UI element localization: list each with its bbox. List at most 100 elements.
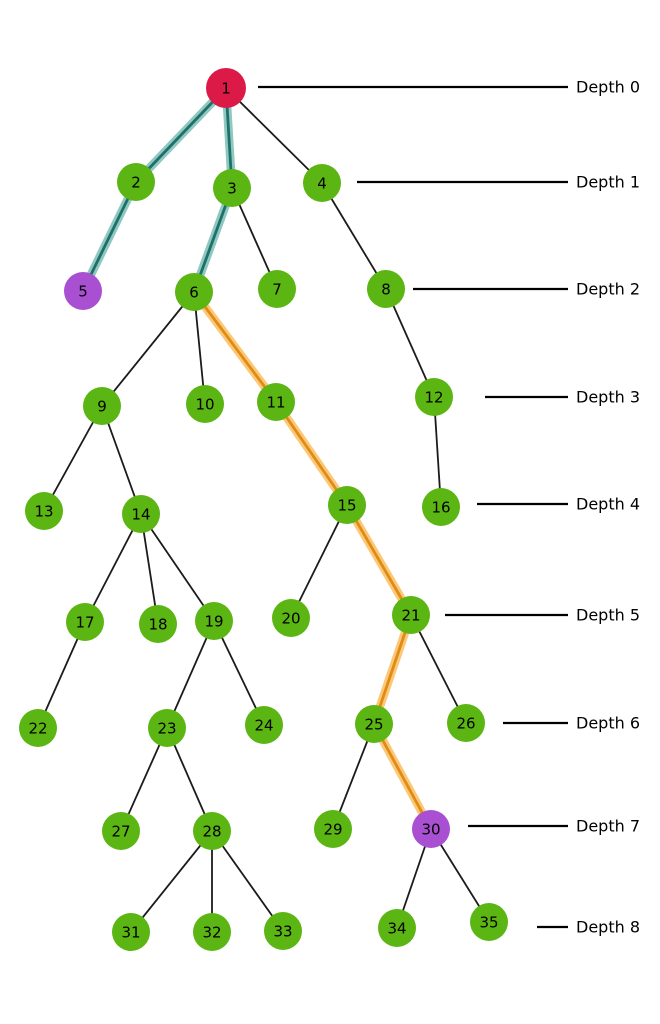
tree-node-22	[19, 709, 57, 747]
node-label-19: 19	[204, 612, 223, 630]
node-label-13: 13	[34, 502, 53, 520]
edge-6-9	[101, 291, 195, 407]
node-label-26: 26	[456, 714, 475, 732]
node-label-28: 28	[202, 822, 221, 840]
node-label-23: 23	[157, 719, 176, 737]
node-label-8: 8	[381, 280, 391, 298]
tree-node-7	[258, 270, 296, 308]
tree-node-4	[303, 164, 341, 202]
node-label-21: 21	[401, 606, 420, 624]
edge-highlight-core-15-21	[345, 503, 413, 617]
node-label-1: 1	[221, 79, 231, 97]
depth-label-8: Depth 8	[576, 918, 640, 937]
tree-node-24	[245, 706, 283, 744]
tree-node-21	[392, 596, 430, 634]
edge-8-12	[385, 288, 435, 398]
node-label-12: 12	[424, 388, 443, 406]
node-label-9: 9	[97, 397, 107, 415]
tree-node-3	[213, 169, 251, 207]
node-label-29: 29	[323, 820, 342, 838]
tree-node-34	[378, 909, 416, 947]
node-label-6: 6	[189, 283, 199, 301]
edge-1-4	[225, 87, 323, 184]
node-label-18: 18	[148, 615, 167, 633]
tree-node-2	[117, 163, 155, 201]
node-label-10: 10	[195, 395, 214, 413]
tree-node-35	[470, 903, 508, 941]
tree-node-27	[102, 812, 140, 850]
edge-highlight-core-2-5	[81, 180, 138, 293]
node-label-25: 25	[364, 715, 383, 733]
tree-node-25	[355, 705, 393, 743]
node-label-31: 31	[121, 923, 140, 941]
tree-node-28	[193, 812, 231, 850]
node-label-22: 22	[28, 719, 47, 737]
tree-node-32	[193, 913, 231, 951]
edge-14-19	[140, 513, 215, 622]
node-label-15: 15	[337, 496, 356, 514]
edge-highlight-core-25-30	[372, 722, 433, 831]
edge-15-20	[290, 504, 348, 619]
tree-node-26	[447, 704, 485, 742]
tree-node-23	[148, 709, 186, 747]
node-label-7: 7	[272, 280, 282, 298]
edge-4-8	[321, 182, 387, 290]
tree-node-8	[367, 270, 405, 308]
edge-9-13	[43, 405, 103, 512]
tree-node-6	[175, 273, 213, 311]
tree-node-15	[328, 486, 366, 524]
tree-node-33	[264, 912, 302, 950]
tree-node-1	[206, 68, 246, 108]
edge-28-33	[211, 830, 284, 932]
node-label-20: 20	[281, 609, 300, 627]
edge-28-31	[130, 830, 213, 933]
tree-node-18	[139, 605, 177, 643]
depth-label-2: Depth 2	[576, 280, 640, 299]
edge-9-14	[101, 405, 142, 515]
node-label-33: 33	[273, 922, 292, 940]
tree-node-29	[314, 810, 352, 848]
depth-label-1: Depth 1	[576, 173, 640, 192]
node-label-14: 14	[131, 505, 150, 523]
node-label-35: 35	[479, 913, 498, 931]
node-label-24: 24	[254, 716, 273, 734]
tree-node-19	[195, 602, 233, 640]
node-label-5: 5	[78, 282, 88, 300]
node-label-32: 32	[202, 923, 221, 941]
tree-node-10	[186, 385, 224, 423]
tree-node-16	[422, 488, 460, 526]
node-label-11: 11	[266, 393, 285, 411]
edge-19-24	[213, 620, 265, 726]
node-label-27: 27	[111, 822, 130, 840]
node-label-4: 4	[317, 174, 327, 192]
node-label-2: 2	[131, 173, 141, 191]
depth-label-5: Depth 5	[576, 606, 640, 625]
tree-node-9	[83, 387, 121, 425]
node-label-30: 30	[421, 820, 440, 838]
tree-node-20	[272, 599, 310, 637]
tree-node-14	[122, 495, 160, 533]
edge-21-26	[410, 614, 467, 724]
edge-highlight-core-1-2	[134, 86, 228, 184]
edge-17-22	[37, 621, 86, 729]
tree-node-17	[66, 603, 104, 641]
depth-label-4: Depth 4	[576, 495, 640, 514]
node-label-16: 16	[431, 498, 450, 516]
node-label-34: 34	[387, 919, 406, 937]
edge-14-17	[84, 513, 142, 623]
depth-label-7: Depth 7	[576, 817, 640, 836]
tree-node-13	[25, 492, 63, 530]
node-label-17: 17	[75, 613, 94, 631]
depth-label-0: Depth 0	[576, 78, 640, 97]
depth-label-6: Depth 6	[576, 714, 640, 733]
tree-node-12	[415, 378, 453, 416]
tree-node-5	[64, 272, 102, 310]
edge-highlight-core-6-11	[192, 290, 278, 404]
edge-highlight-core-21-25	[372, 613, 413, 726]
depth-label-3: Depth 3	[576, 388, 640, 407]
tree-node-11	[257, 383, 295, 421]
tree-node-31	[112, 913, 150, 951]
edge-19-23	[166, 620, 215, 729]
